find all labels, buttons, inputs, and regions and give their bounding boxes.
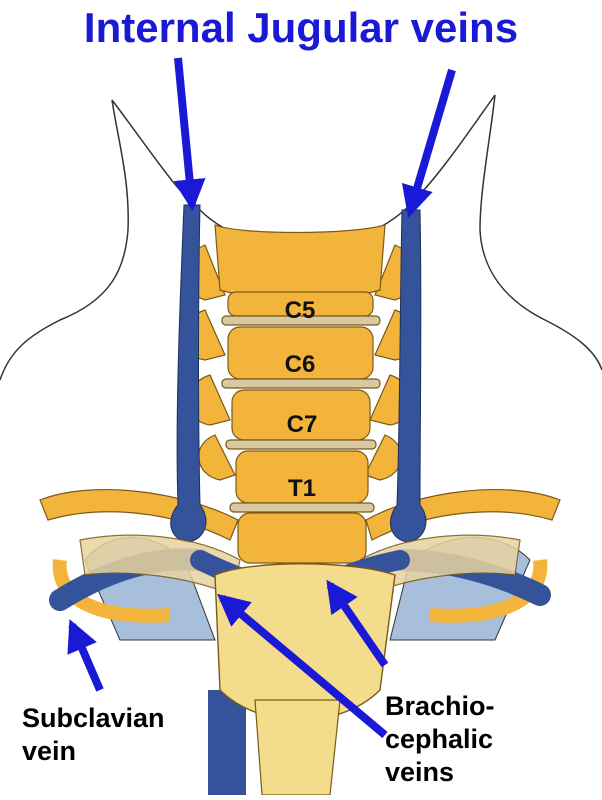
arrow-right-jugular [410,70,452,212]
subclavian-vein-label: Subclavian vein [22,702,165,768]
arrow-subclavian [72,625,100,690]
shoulder-outline-left [0,100,128,380]
brachio-label-line-1: Brachio- [385,690,495,723]
sternum-body [255,700,340,795]
neck-outline-right [300,95,495,250]
neck-outline-left [112,100,300,250]
left-first-rib [40,490,238,540]
brachiocephalic-veins-label: Brachio- cephalic veins [385,690,495,789]
subclavian-label-line-1: Subclavian [22,702,165,735]
figure-title: Internal Jugular veins [0,2,602,54]
vertebra-label-c7: C7 [287,411,318,438]
subclavian-label-line-2: vein [22,735,165,768]
brachio-label-line-2: cephalic [385,723,495,756]
vertebra-label-c6: C6 [285,351,316,378]
arrow-left-jugular [178,58,192,205]
vertebral-bodies [215,225,385,563]
vertebra-label-c5: C5 [285,297,316,324]
vertebra-label-t1: T1 [288,475,316,502]
brachio-label-line-3: veins [385,756,495,789]
shoulder-outline-right [480,95,602,370]
